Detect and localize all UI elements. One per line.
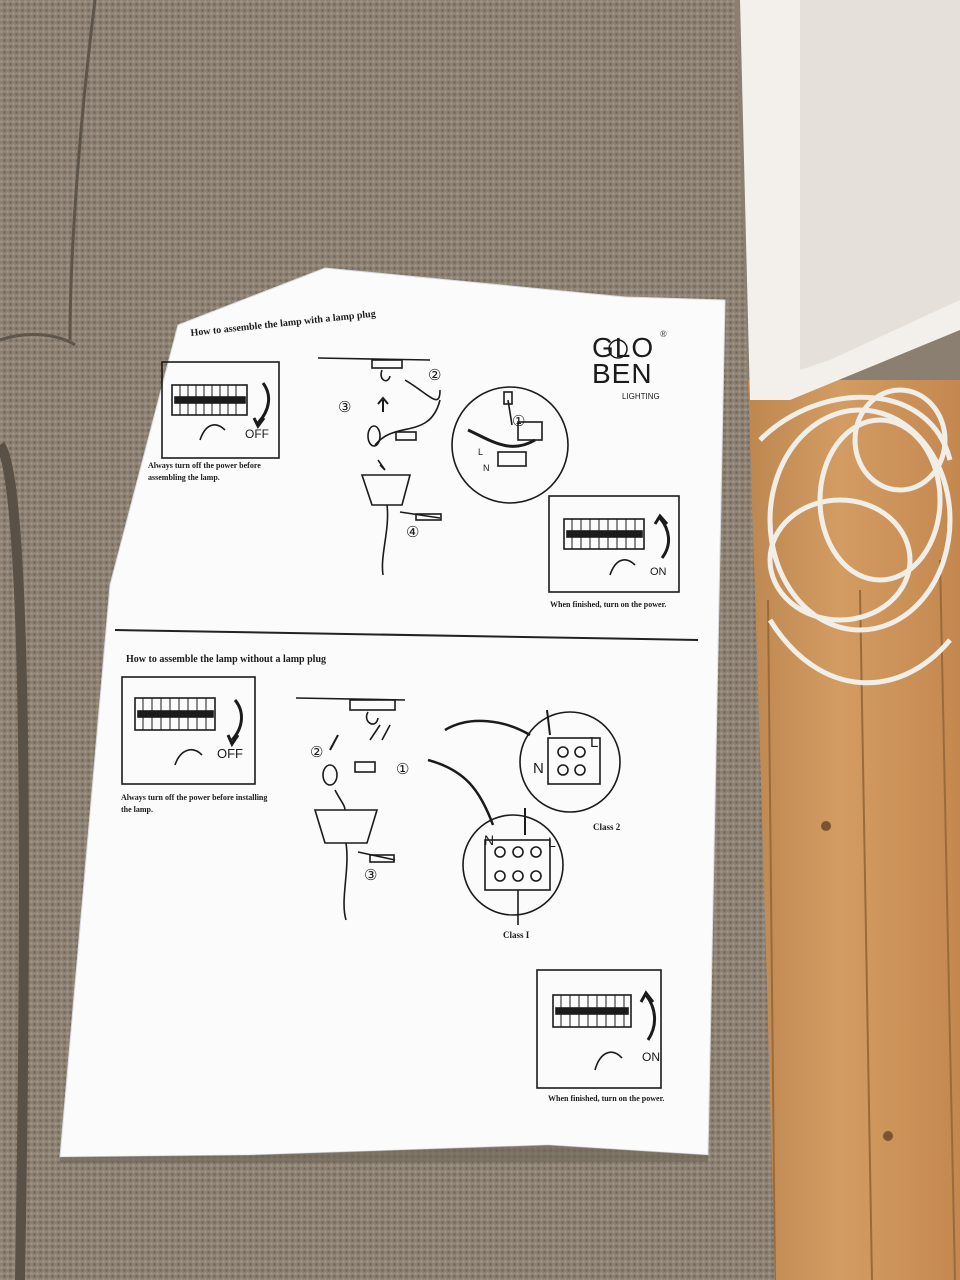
wire-label-l: L	[478, 447, 484, 457]
breaker-panel-off-1	[161, 361, 280, 459]
caption-on-1: When finished, turn on the power.	[550, 600, 667, 609]
floor-boards	[767, 559, 956, 1280]
off-label-2: OFF	[217, 746, 243, 761]
lamp-noplug-diagram	[295, 697, 621, 925]
terminal-n-class2: N	[533, 760, 544, 777]
breaker-panel-on-2	[536, 969, 662, 1089]
section-divider	[114, 629, 699, 641]
wire-label-n: N	[483, 463, 490, 473]
step-4: ④	[406, 525, 420, 541]
logo-line-1: GLO	[592, 332, 655, 363]
sofa-armrest-edge	[0, 333, 76, 347]
globen-logo-mark	[608, 339, 628, 359]
step-2: ②	[428, 368, 442, 384]
off-label-1: OFF	[245, 427, 269, 441]
step-3: ③	[338, 400, 352, 416]
door-frame	[800, 0, 960, 370]
caption-off-2: Always turn off the power before install…	[121, 793, 268, 814]
breaker-panel-on-1	[548, 495, 680, 593]
sofa-seam	[68, 0, 97, 341]
caption-on-2: When finished, turn on the power.	[548, 1094, 665, 1103]
wood-knot	[883, 1131, 893, 1141]
caption-off-1: Always turn off the power before assembl…	[148, 461, 261, 482]
logo-line-2: BEN	[592, 358, 653, 389]
logo-subtitle: LIGHTING	[622, 392, 660, 401]
terminal-n-class1: N	[484, 832, 495, 848]
step-2b: ②	[310, 745, 324, 761]
class1-label: Class I	[503, 930, 530, 940]
cable-coil	[758, 387, 953, 686]
breaker-panel-off-2	[121, 676, 256, 785]
step-1b: ①	[396, 762, 410, 778]
class2-label: Class 2	[593, 822, 621, 832]
step-1: ①	[512, 414, 526, 430]
terminal-l-class2: L	[590, 734, 599, 751]
on-label-1: ON	[650, 566, 667, 578]
step-3b: ③	[364, 868, 378, 884]
section2-title: How to assemble the lamp without a lamp …	[126, 654, 327, 665]
paper-shadow	[60, 1145, 708, 1163]
sofa-cushion-edge	[0, 441, 29, 1280]
wood-knot	[821, 821, 831, 831]
lamp-plug-diagram	[317, 357, 569, 576]
terminal-l-class1: L	[548, 834, 556, 850]
logo-registered-mark: ®	[660, 329, 667, 339]
on-label-2: ON	[642, 1050, 660, 1064]
globen-logo: GLO BEN	[592, 332, 655, 389]
